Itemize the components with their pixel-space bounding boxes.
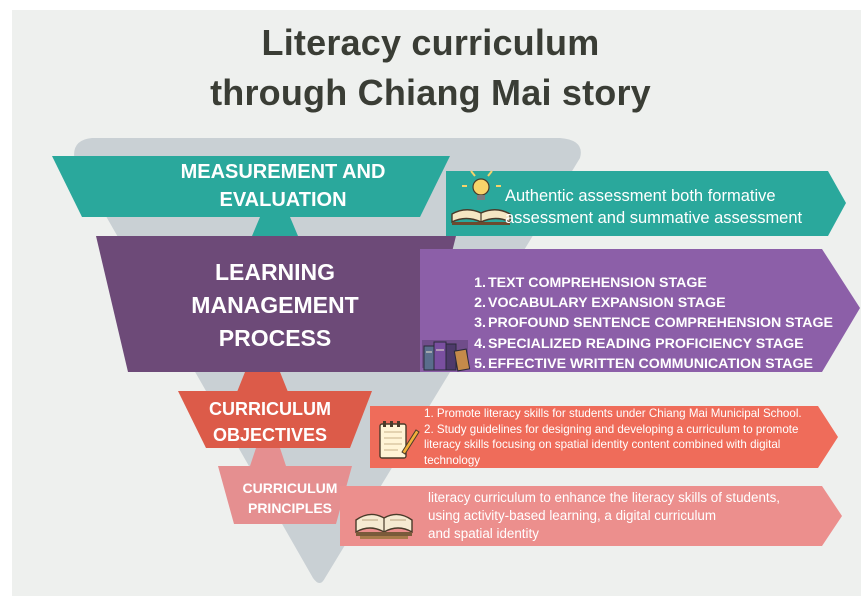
stage-text: TEXT COMPREHENSION STAGE [488, 275, 707, 291]
books-stack-icon [422, 340, 471, 372]
objectives-detail-band [370, 406, 838, 468]
measurement-label-line-2: EVALUATION [219, 189, 347, 211]
measurement-connector [252, 217, 298, 236]
stage-item: 5.EFFECTIVE WRITTEN COMMUNICATION STAGE [470, 354, 833, 374]
learning-band [96, 236, 456, 372]
objectives-desc-line-2: 2. Study guidelines for designing and de… [424, 422, 799, 436]
curriculum-objectives-label: CURRICULUM OBJECTIVES [196, 396, 344, 448]
stage-number: 5. [474, 355, 486, 372]
principles-band [218, 466, 352, 524]
stage-text: EFFECTIVE WRITTEN COMMUNICATION STAGE [488, 355, 813, 372]
stage-text: SPECIALIZED READING PROFICIENCY STAGE [488, 335, 804, 352]
notepad-pencil-icon [379, 421, 420, 459]
page-title: Literacy curriculum through Chiang Mai s… [0, 18, 861, 118]
objectives-label-line-1: CURRICULUM [209, 399, 331, 419]
measurement-band [52, 156, 450, 217]
learning-detail-band [420, 249, 860, 372]
learning-label-line-3: PROCESS [218, 325, 332, 351]
learning-connector [237, 372, 288, 392]
principles-desc-line-3: and spatial identity [428, 526, 539, 541]
objectives-label-line-2: OBJECTIVES [212, 425, 328, 445]
stage-number: 4. [474, 335, 486, 352]
objectives-band [178, 391, 372, 448]
stage-number: 2. [474, 295, 486, 312]
objectives-desc-line-3: literacy skills focusing on spatial iden… [424, 438, 781, 451]
principles-desc-line-1: literacy curriculum to enhance the liter… [428, 490, 781, 505]
learning-label-line-1: LEARNING [214, 259, 336, 285]
lightbulb-book-icon [451, 170, 511, 225]
principles-label-line-1: CURRICULUM [242, 480, 338, 496]
measurement-desc-line-2: assessment and summative assessment [505, 209, 803, 227]
open-book-icon [355, 513, 413, 539]
objectives-description: 1. Promote literacy skills for students … [424, 406, 802, 468]
measurement-label-line-1: MEASUREMENT AND [180, 161, 386, 183]
learning-label-line-2: MANAGEMENT [191, 292, 359, 318]
curriculum-principles-label: CURRICULUM PRINCIPLES [232, 478, 348, 518]
stage-number: 1. [474, 275, 486, 291]
stage-item: 1.TEXT COMPREHENSION STAGE [470, 273, 833, 293]
principles-detail-band [340, 486, 842, 546]
measurement-evaluation-label: MEASUREMENT AND EVALUATION [138, 158, 428, 214]
stage-text: VOCABULARY EXPANSION STAGE [488, 295, 726, 312]
objectives-connector [250, 448, 286, 466]
stage-text: PROFOUND SENTENCE COMPREHENSION STAGE [488, 315, 833, 332]
measurement-description: Authentic assessment both formative asse… [505, 185, 802, 229]
stage-item: 3.PROFOUND SENTENCE COMPREHENSION STAGE [470, 313, 833, 333]
principles-label-line-2: PRINCIPLES [247, 500, 332, 516]
principles-description: literacy curriculum to enhance the liter… [428, 489, 780, 543]
objectives-desc-line-1: 1. Promote literacy skills for students … [424, 407, 802, 420]
learning-stages-list: 1.TEXT COMPREHENSION STAGE 2.VOCABULARY … [470, 273, 833, 374]
principles-desc-line-2: using activity-based learning, a digital… [428, 508, 717, 523]
title-line-1: Literacy curriculum [261, 22, 600, 63]
learning-management-label: LEARNING MANAGEMENT PROCESS [150, 256, 400, 355]
measurement-detail-band [446, 171, 846, 236]
title-line-2: through Chiang Mai story [210, 72, 651, 113]
stage-number: 3. [474, 315, 486, 332]
measurement-desc-line-1: Authentic assessment both formative [505, 187, 776, 205]
stage-item: 4.SPECIALIZED READING PROFICIENCY STAGE [470, 334, 833, 354]
objectives-desc-line-4: technology [424, 453, 481, 467]
stage-item: 2.VOCABULARY EXPANSION STAGE [470, 293, 833, 313]
